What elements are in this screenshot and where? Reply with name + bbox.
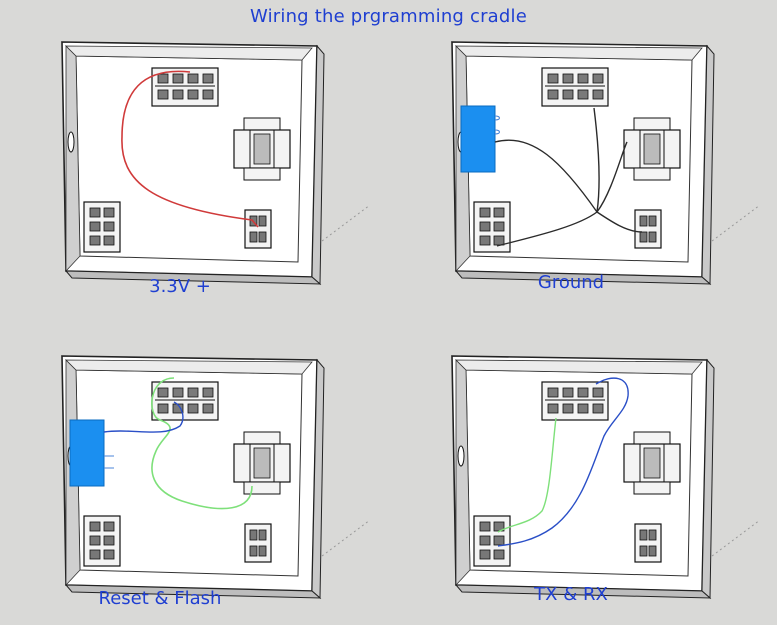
pins-left-icon [83, 201, 121, 253]
diagram-title: Wiring the prgramming cradle [249, 6, 528, 27]
pins-right-icon [634, 209, 662, 249]
header-connector-icon [541, 381, 609, 421]
wire-green [151, 377, 253, 510]
caption-3v3: 3.3V + [149, 276, 211, 297]
pins-right-icon [244, 523, 272, 563]
wire-black [494, 107, 643, 247]
wire-blue [497, 377, 629, 547]
header-connector-icon [541, 67, 609, 107]
caption-tx-rx: TX & RX [534, 584, 608, 605]
usb-module-icon [460, 105, 496, 173]
pins-left-icon [473, 515, 511, 567]
wire-blue [103, 401, 184, 433]
panel-tx-rx [451, 355, 715, 599]
panel-3v3 [61, 41, 325, 285]
caption-reset-flash: Reset & Flash [98, 588, 222, 609]
caption-ground: Ground [537, 272, 605, 293]
panel-reset-flash [61, 355, 325, 599]
pins-right-icon [634, 523, 662, 563]
header-connector-icon [151, 381, 219, 421]
wire-red [121, 70, 259, 228]
panel-ground [451, 41, 715, 285]
wire-green [497, 417, 557, 533]
usb-module-icon [69, 419, 105, 487]
pins-right-icon [244, 209, 272, 249]
pins-left-icon [83, 515, 121, 567]
